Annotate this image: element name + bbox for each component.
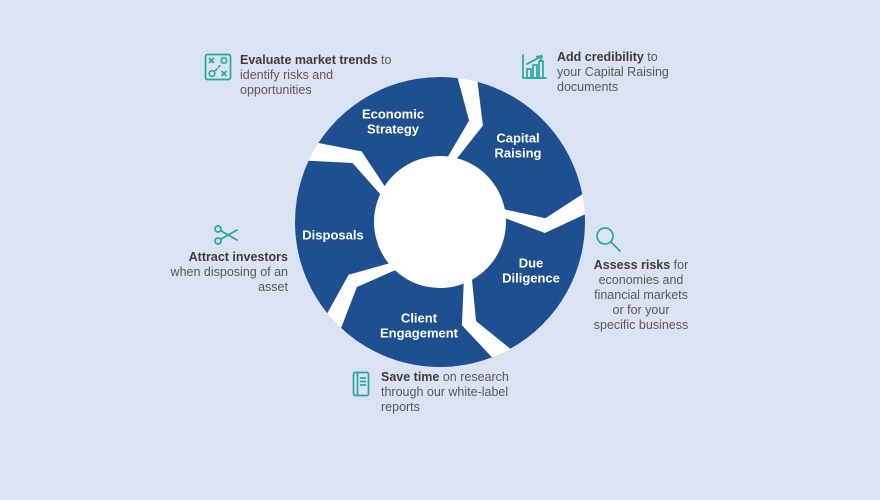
note-text: Evaluate market trends to identify risks… (240, 53, 392, 97)
note-text: Add credibility to your Capital Raising … (557, 50, 669, 94)
wheel-segment-capital-raising (457, 81, 583, 219)
wheel-segment-economic-strategy (318, 77, 470, 187)
note-text: Save time on research through our white-… (381, 370, 509, 414)
strategy-icon (204, 53, 232, 81)
bar-chart-icon (522, 54, 547, 79)
wheel-segment-disposals (294, 160, 389, 314)
scissors-icon (214, 225, 238, 245)
magnifier-icon (596, 227, 621, 252)
book-icon (352, 371, 370, 397)
note-text: Assess risks for economies and financial… (593, 258, 689, 332)
wheel-segment-due-diligence (472, 214, 585, 349)
note-text: Attract investors when disposing of an a… (170, 250, 288, 294)
wheel-segment-client-engagement (341, 270, 492, 368)
